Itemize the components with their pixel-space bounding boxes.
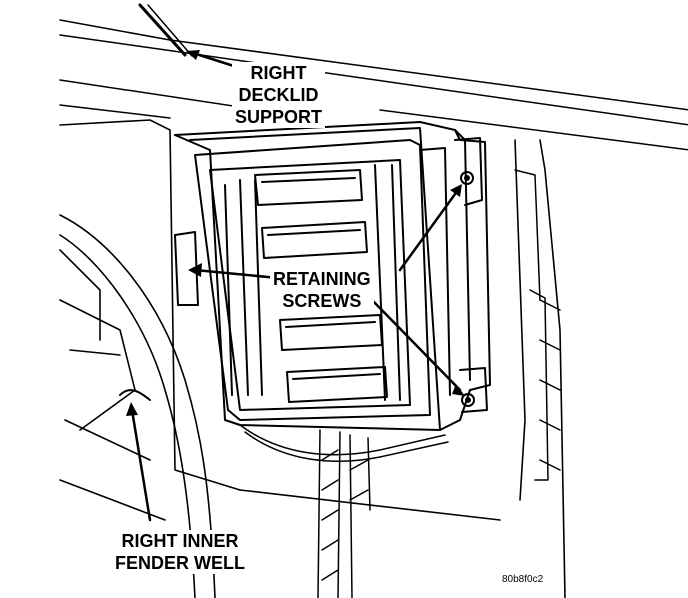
fender-label-line2: FENDER WELL xyxy=(115,553,245,573)
fender-well-label: RIGHT INNER FENDER WELL xyxy=(112,530,248,574)
module-bracket xyxy=(174,121,491,431)
screws-label-line1: RETAINING xyxy=(273,269,371,289)
wiring-harness xyxy=(119,169,561,598)
fender-panel-lines xyxy=(59,119,566,598)
decklid-support-lines xyxy=(59,3,688,151)
retaining-screws-label: RETAINING SCREWS xyxy=(270,268,374,312)
decklid-label-line2: DECKLID xyxy=(238,85,319,105)
decklid-label-line3: SUPPORT xyxy=(235,107,323,127)
figure-code: 80b8f0c2 xyxy=(502,574,544,585)
module-louvers xyxy=(254,169,388,403)
retaining-screw-icons xyxy=(460,171,475,407)
decklid-support-label: RIGHT DECKLID SUPPORT xyxy=(232,62,326,128)
arrowheads xyxy=(126,50,465,416)
decklid-label-line1: RIGHT xyxy=(250,63,307,83)
leader-arrows xyxy=(130,50,462,522)
fender-label-line1: RIGHT INNER xyxy=(121,531,239,551)
screws-label-line2: SCREWS xyxy=(282,291,362,311)
